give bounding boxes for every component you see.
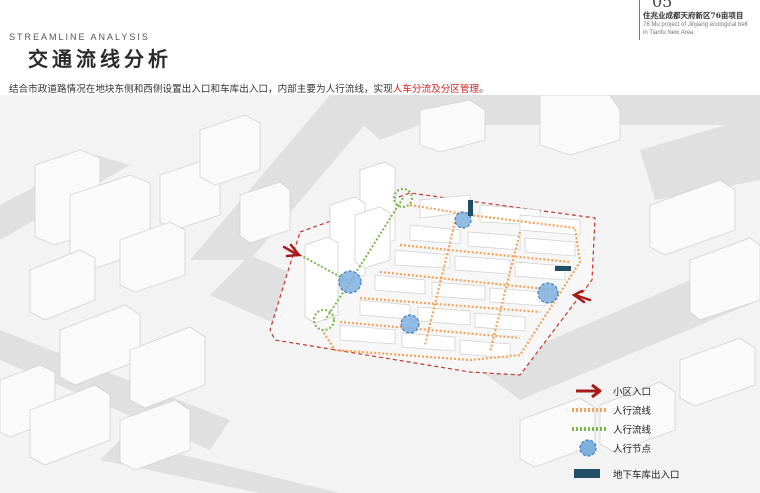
legend-label-garage: 地下车库出入口 (613, 470, 680, 481)
project-name-zh: 住兆业成都天府新区76亩项目 (643, 11, 744, 20)
legend-item-entrance: 小区入口 (570, 382, 760, 400)
description-text: 结合市政道路情况在地块东侧和西侧设置出入口和车库出入口，内部主要为人行流线，实现 (9, 84, 393, 95)
site-axonometric-diagram (0, 95, 760, 493)
green-pedestrian-routes (299, 188, 413, 331)
navy-bar-icon (574, 469, 600, 478)
section-subtitle: Streamline analysis (9, 32, 150, 42)
project-name-en: 76 Mu project of Jinjiang ecological bel… (643, 22, 748, 36)
green-dashed-line-icon (572, 427, 606, 431)
context-buildings (0, 95, 760, 471)
orange-dashed-line-icon (572, 408, 606, 412)
red-arrow-icon (576, 383, 602, 399)
page-number: 05 (652, 0, 673, 11)
legend-item-ped-orange: 人行流线 (570, 401, 760, 419)
legend-label-node: 人行节点 (613, 444, 652, 455)
blue-circle-node-icon (579, 439, 597, 457)
orange-pedestrian-routes (321, 203, 582, 362)
page-title: 交通流线分析 (28, 47, 172, 71)
legend-item-node: 人行节点 (570, 439, 760, 457)
legend-label-ped-orange: 人行流线 (613, 406, 652, 417)
legend-label-ped-green: 人行流线 (613, 425, 652, 436)
high-rise-towers (304, 161, 396, 324)
description: 结合市政道路情况在地块东侧和西侧设置出入口和车库出入口，内部主要为人行流线，实现… (9, 81, 489, 95)
pedestrian-nodes (338, 211, 559, 334)
description-end: 。 (479, 84, 489, 95)
low-rise-blocks (339, 194, 581, 359)
legend-item-garage: 地下车库出入口 (570, 465, 760, 483)
entrance-arrows (282, 243, 592, 304)
garage-entrances (468, 200, 571, 271)
description-highlight: 人车分流及分区管理 (392, 84, 480, 95)
legend-item-ped-green: 人行流线 (570, 420, 760, 438)
legend-label-entrance: 小区入口 (613, 387, 652, 398)
project-info-panel (639, 0, 760, 40)
